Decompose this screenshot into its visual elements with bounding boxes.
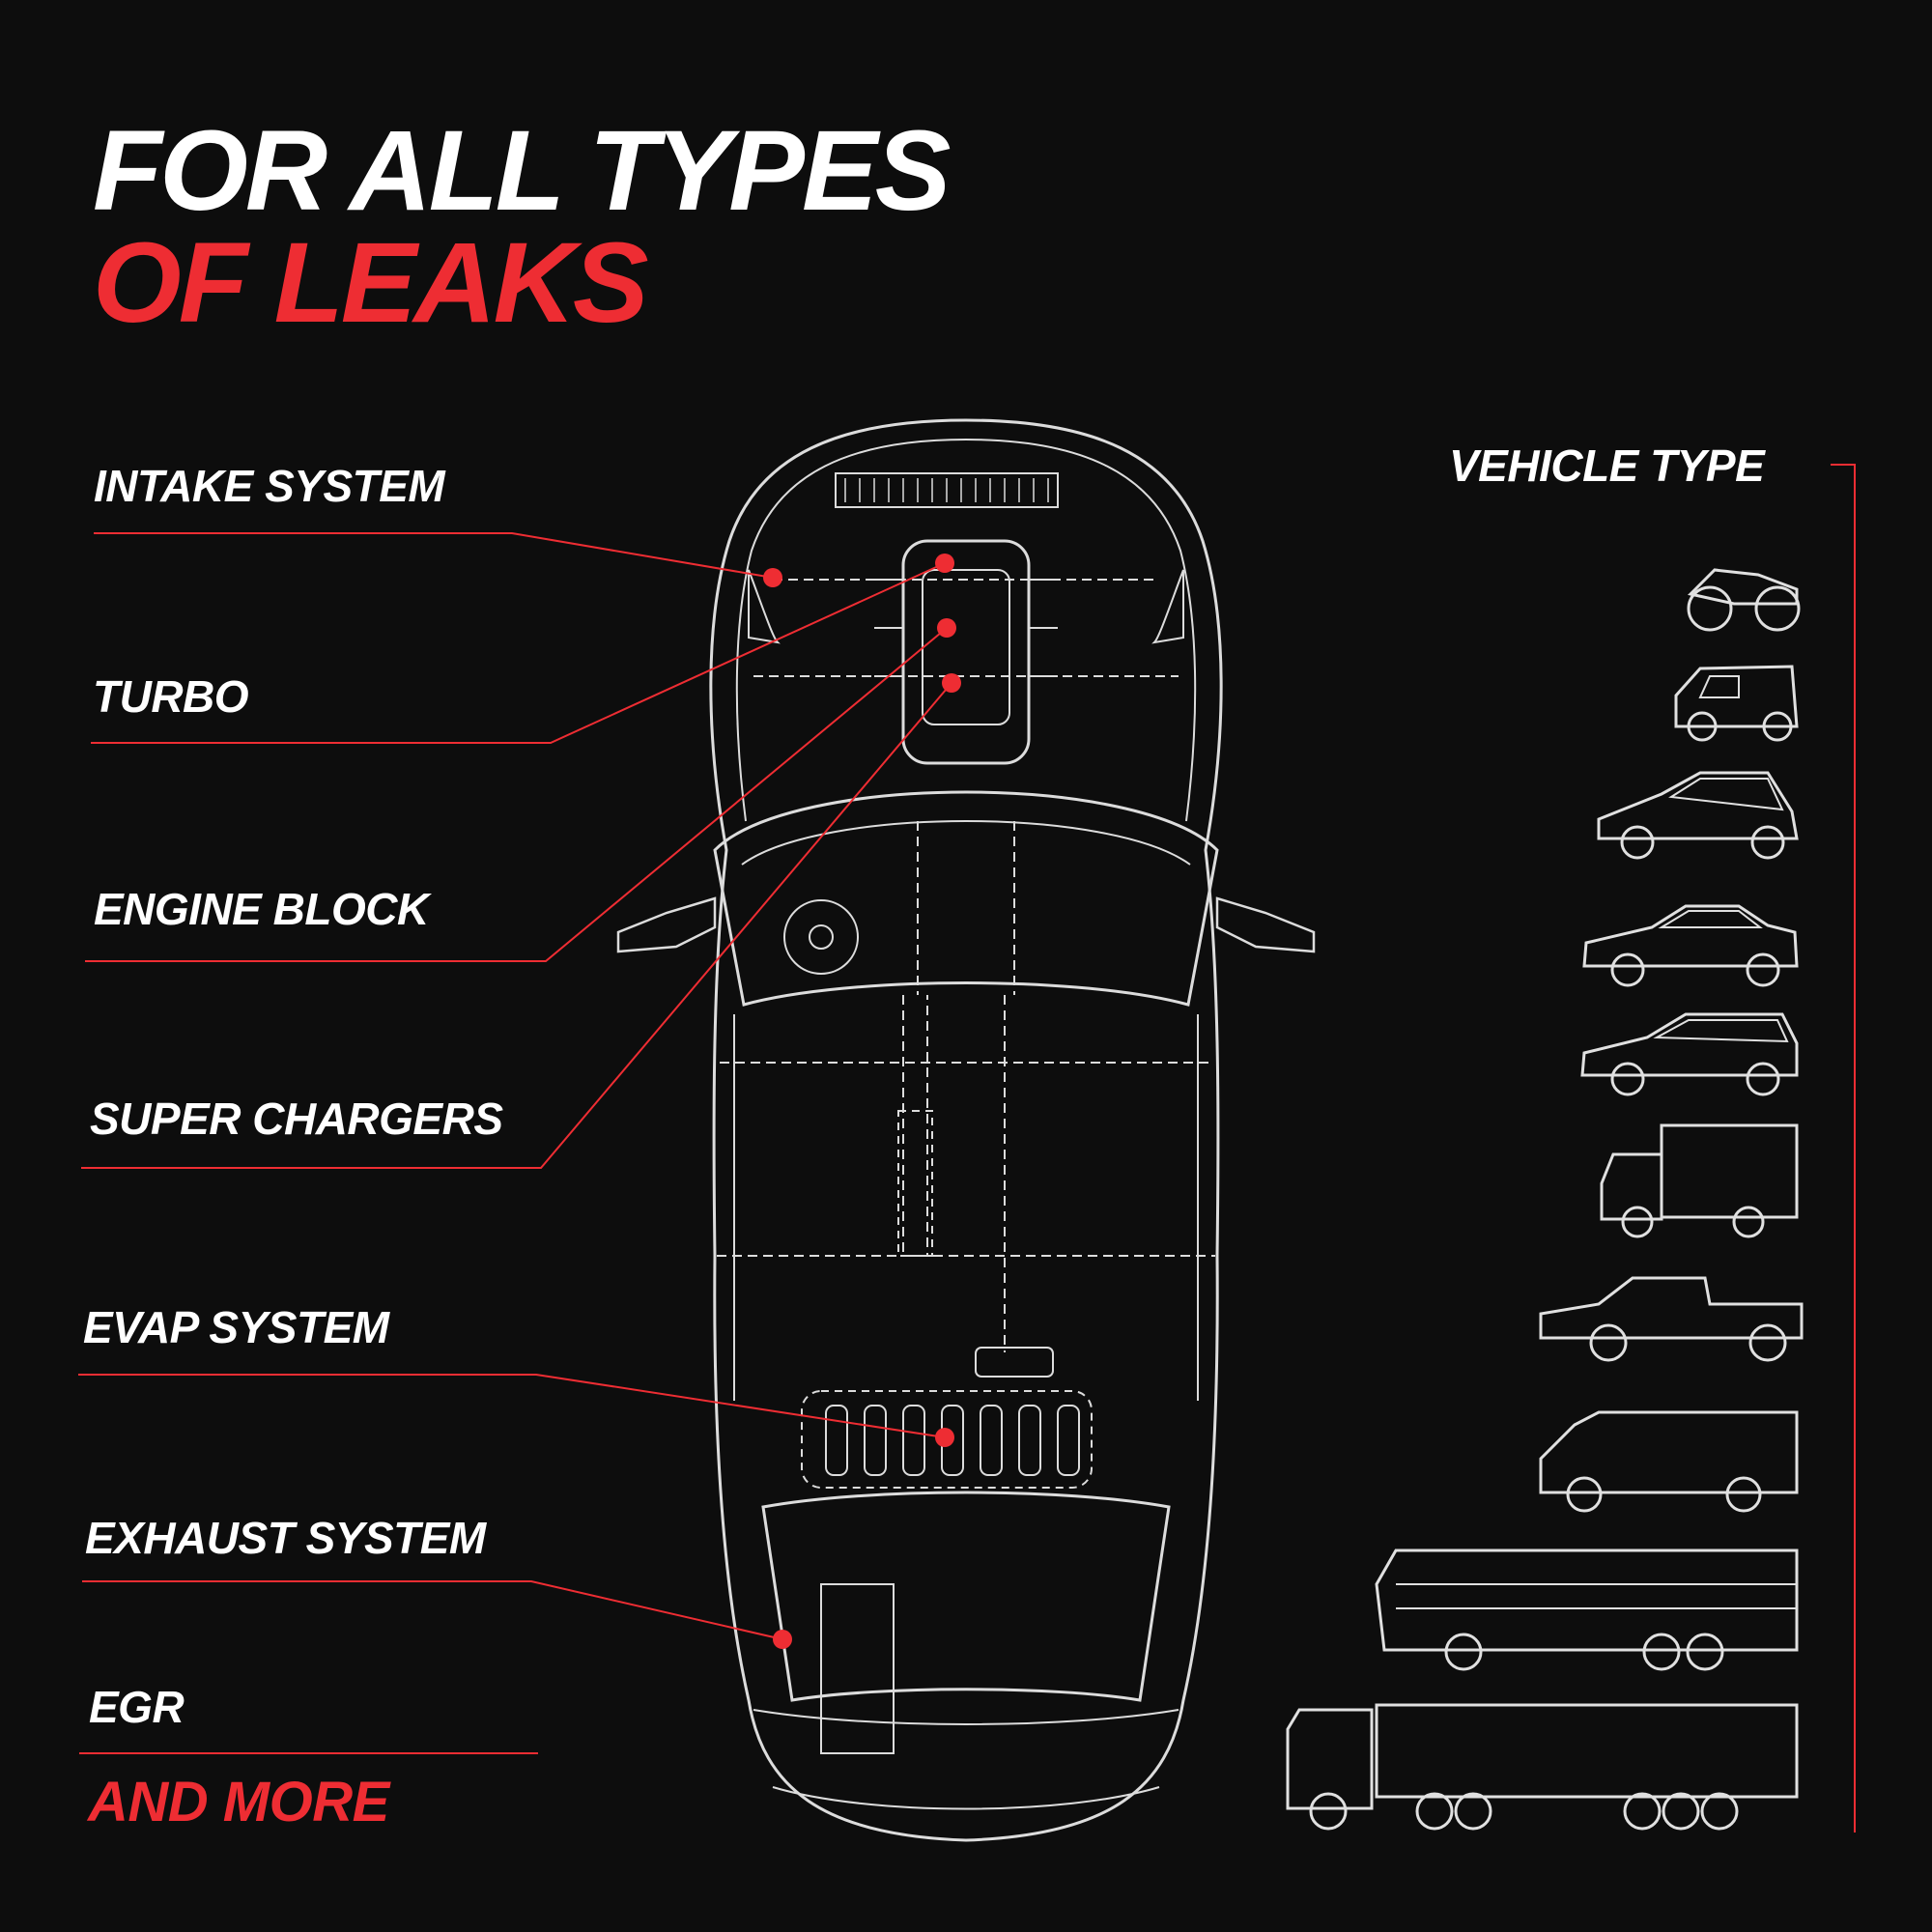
label-intake-system: INTAKE SYSTEM <box>94 461 445 511</box>
vehicle-type-heading: VEHICLE TYPE <box>1449 440 1765 491</box>
leak-dot-evap <box>935 1428 954 1447</box>
label-engine-block: ENGINE BLOCK <box>94 884 429 934</box>
station-wagon-icon <box>1580 1012 1799 1096</box>
leader-engine-block <box>85 627 948 962</box>
leader-turbo <box>91 562 946 744</box>
microcar-icon <box>1674 665 1799 742</box>
hatchback-icon <box>1597 771 1799 860</box>
semi-truck-icon <box>1286 1703 1799 1831</box>
leak-dot-turbo <box>935 554 954 573</box>
box-truck-icon <box>1600 1123 1799 1238</box>
motorcycle-icon <box>1687 568 1801 632</box>
leak-dot-engine-block <box>937 618 956 638</box>
title-line-2: OF LEAKS <box>93 219 649 347</box>
leader-exhaust <box>82 1580 783 1640</box>
pickup-truck-icon <box>1539 1276 1804 1362</box>
leak-dot-exhaust <box>773 1630 792 1649</box>
title-line-1: FOR ALL TYPES <box>93 107 951 235</box>
label-egr: EGR <box>89 1682 185 1732</box>
leak-dot-intake <box>763 568 782 587</box>
leader-intake <box>94 532 774 579</box>
bus-icon <box>1375 1548 1799 1671</box>
van-icon <box>1539 1410 1799 1513</box>
sedan-icon <box>1582 904 1799 987</box>
leak-dot-super-chargers <box>942 673 961 693</box>
leader-evap <box>78 1374 946 1438</box>
label-turbo: TURBO <box>93 671 249 722</box>
leader-super-chargers <box>81 682 952 1169</box>
label-and-more: AND MORE <box>88 1771 389 1833</box>
label-evap-system: EVAP SYSTEM <box>83 1302 389 1352</box>
label-exhaust-system: EXHAUST SYSTEM <box>85 1513 486 1563</box>
label-super-chargers: SUPER CHARGERS <box>90 1094 503 1144</box>
car-body-outline <box>709 418 1223 1842</box>
vehicle-type-bracket <box>1831 464 1856 1833</box>
